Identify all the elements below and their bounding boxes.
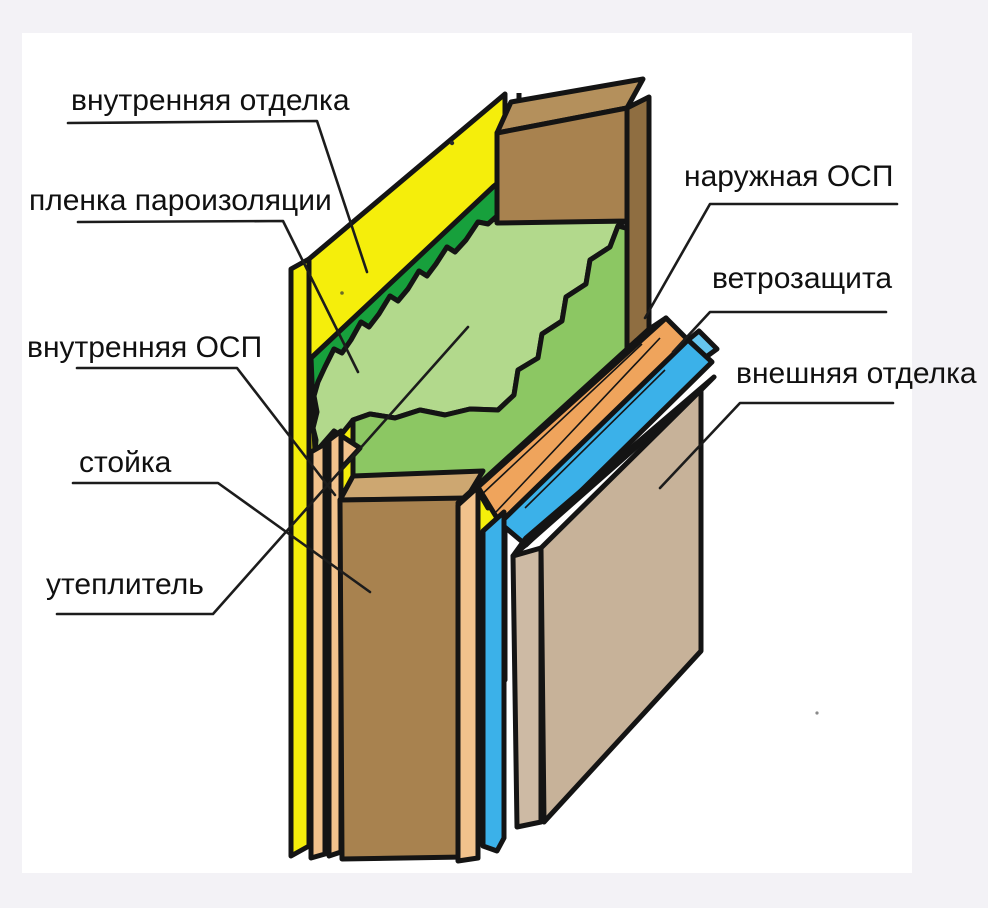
- leader-lines: [55, 119, 899, 616]
- leader-interior-finish: [66, 119, 369, 274]
- label-inner-osb: внутренняя ОСП: [27, 331, 262, 364]
- leader-wind-barrier: [671, 310, 888, 354]
- label-insulation: утеплитель: [46, 568, 204, 601]
- osb-grain-line: [477, 343, 643, 499]
- wind-barrier-seam-line: [524, 369, 666, 509]
- leader-stud: [71, 481, 372, 594]
- leader-exterior-finish: [658, 401, 895, 490]
- leader-insulation: [55, 325, 470, 616]
- label-interior-finish: внутренняя отделка: [71, 84, 350, 117]
- front-stud: [337, 468, 486, 862]
- exterior-finish-panel: [510, 374, 717, 830]
- osb-grain-line: [495, 337, 661, 513]
- label-stud: стойка: [79, 446, 172, 479]
- leader-vapor-barrier: [76, 219, 360, 374]
- labels: внутренняя отделка пленка пароизоляции в…: [27, 84, 977, 601]
- leader-outer-osb: [643, 202, 899, 320]
- leader-inner-osb: [75, 366, 337, 497]
- drawing-specks: [340, 140, 819, 715]
- label-exterior-finish: внешняя отделка: [736, 357, 977, 390]
- label-wind-barrier: ветрозащита: [712, 262, 892, 295]
- label-outer-osb: наружная ОСП: [684, 160, 893, 193]
- label-vapor-barrier: пленка пароизоляции: [29, 184, 332, 217]
